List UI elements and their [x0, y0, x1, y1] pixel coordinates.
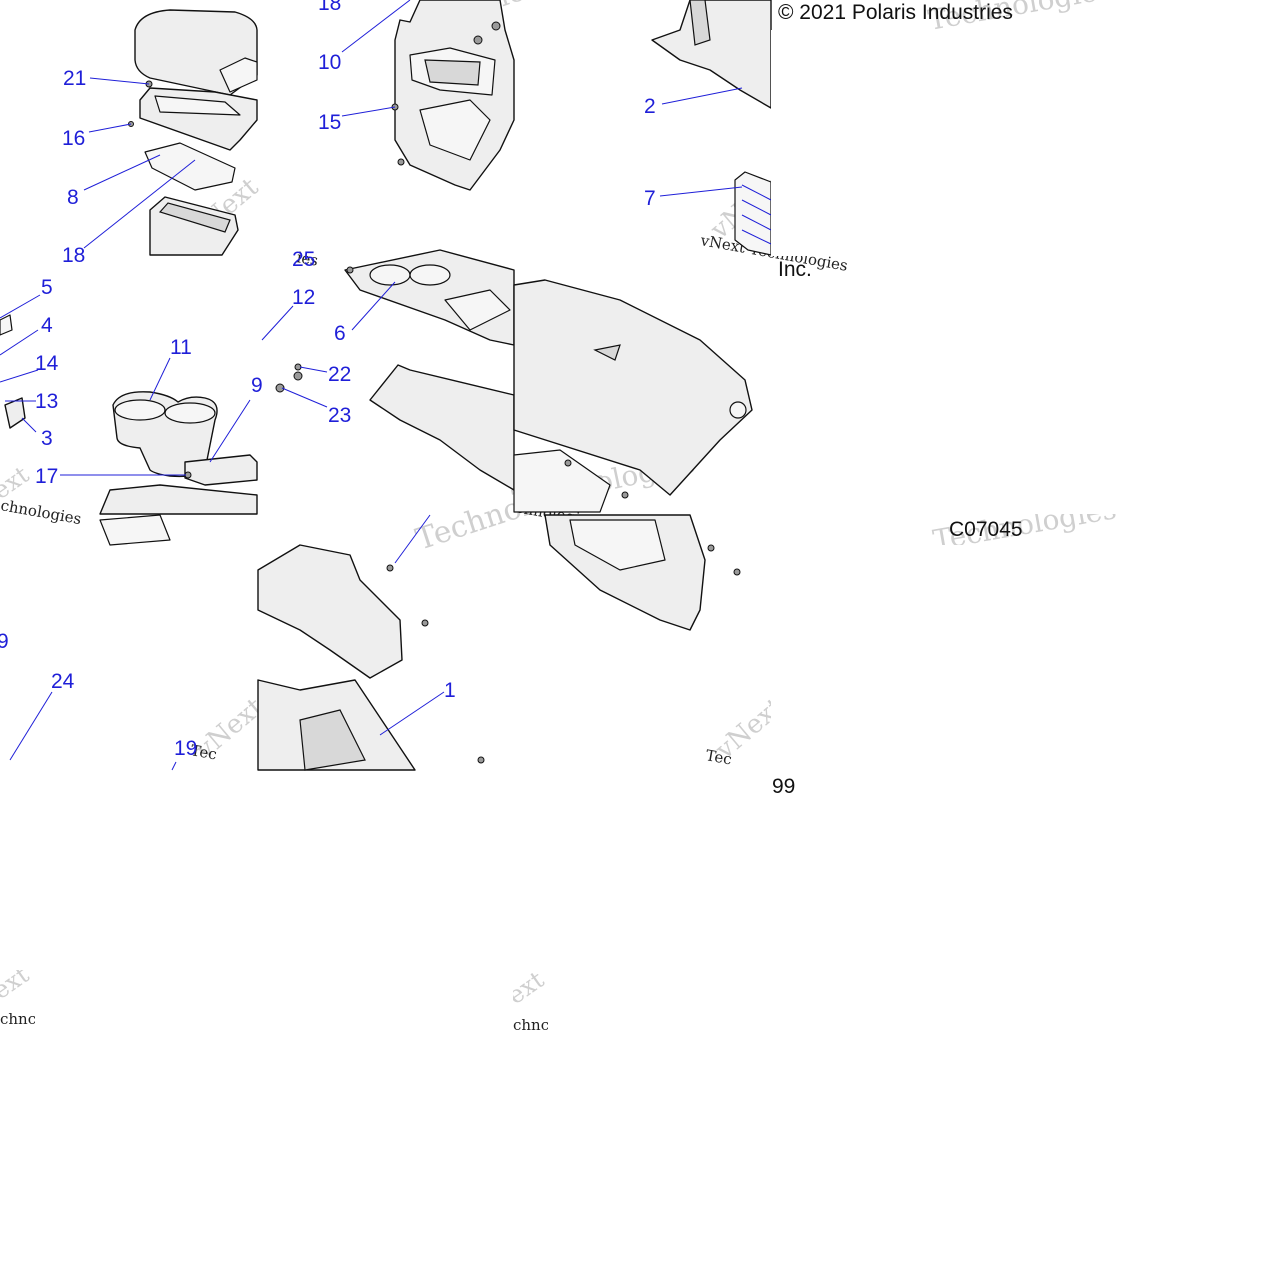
callout-label: 6 [334, 322, 346, 345]
watermark-text: chnc [513, 1016, 549, 1034]
watermark-text: Tec [189, 741, 218, 763]
callout-label: 18 [318, 0, 341, 15]
callout-label: 5 [41, 276, 53, 299]
callout-label: 14 [35, 352, 59, 375]
leader-lines [0, 0, 743, 771]
console-shroud [391, 0, 515, 191]
shifter-plate [99, 454, 258, 515]
callout-labels: 18 10 15 21 16 8 18 2 7 5 4 14 13 3 17 1… [0, 0, 656, 760]
storage-box-assembly [128, 9, 258, 256]
callout-label: 1 [444, 679, 456, 702]
callout-label: 2 [644, 95, 656, 118]
callout-label: 18 [62, 244, 85, 267]
diagram-code-fragment: 99 [772, 775, 795, 798]
callout-label: 7 [644, 187, 656, 210]
callout-label: 23 [328, 404, 351, 427]
watermark-text: chnologies [0, 496, 83, 528]
callout-label: 22 [328, 363, 351, 386]
callout-label: 11 [170, 336, 192, 359]
callout-label: 9 [251, 374, 263, 397]
callout-label: 21 [63, 67, 86, 90]
callout-label: 13 [35, 390, 58, 413]
callout-label: 3 [41, 427, 53, 450]
copyright-text: © 2021 Polaris Industries [778, 1, 1013, 24]
cup-holder [112, 391, 218, 478]
callout-label: 10 [318, 51, 341, 74]
callout-label: 16 [62, 127, 85, 150]
floor-panel [651, 0, 772, 256]
callout-label: 25 [292, 248, 315, 271]
watermark-text: ies [295, 248, 319, 269]
side-bracket-parts [0, 314, 26, 429]
callout-label: 24 [51, 670, 75, 693]
callout-label: 12 [292, 286, 315, 309]
lower-panel [99, 514, 741, 771]
console-tub [275, 249, 753, 513]
diagram-meta: © 2021 Polaris Industries Inc. C07045 99 [772, 1, 1023, 798]
callout-label: 4 [41, 314, 53, 337]
watermark-text: chnc [0, 1010, 36, 1028]
tile-masks [0, 30, 1285, 1285]
callout-label: 19 [174, 737, 197, 760]
callout-label: 17 [35, 465, 58, 488]
diagram-code: C07045 [949, 518, 1023, 541]
callout-label: 8 [67, 186, 79, 209]
copyright-fragment: Inc. [778, 258, 812, 281]
watermark-text: Tec [704, 746, 733, 768]
callout-label: 9 [0, 630, 9, 653]
callout-label: 15 [318, 111, 341, 134]
